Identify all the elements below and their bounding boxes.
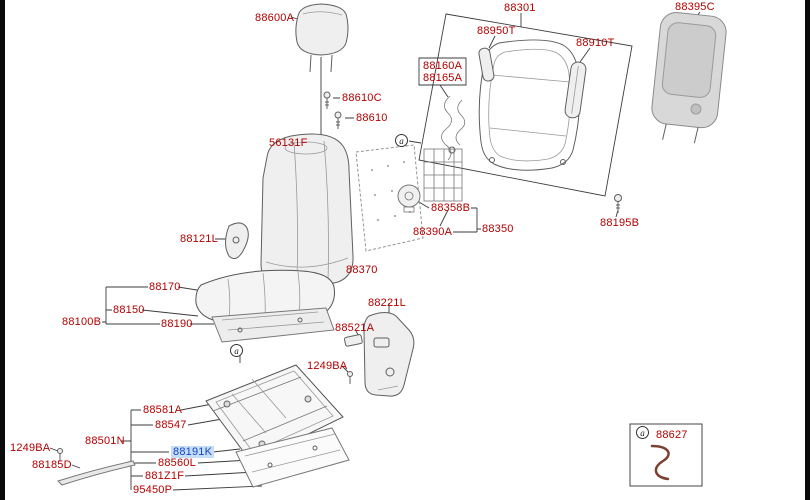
side-cover-drawing (225, 222, 249, 260)
part-label-88100B-17[interactable]: 88100B (62, 316, 102, 328)
callout-marker-2[interactable]: a (636, 426, 649, 439)
part-label-88350-12[interactable]: 88350 (482, 223, 514, 235)
callout-marker-0[interactable]: a (395, 134, 408, 147)
part-label-95450P-31[interactable]: 95450P (133, 484, 173, 496)
headrest-drawing (295, 3, 349, 73)
seat-cushion-drawing (195, 269, 335, 343)
part-label-88910T-3[interactable]: 88910T (576, 37, 615, 49)
part-label-88301-1[interactable]: 88301 (504, 2, 536, 14)
part-label-88195B-14[interactable]: 88195B (600, 217, 640, 229)
part-label-88121L-13[interactable]: 88121L (180, 233, 218, 245)
part-label-88165A-6[interactable]: 88165A (423, 72, 463, 84)
part-label-1249BA-22[interactable]: 1249BA (307, 360, 348, 372)
back-panel-drawing (651, 12, 727, 144)
seatback-cushion-drawing (260, 133, 354, 289)
part-label-88395C-4[interactable]: 88395C (675, 1, 715, 13)
part-label-88160A-5[interactable]: 88160A (423, 60, 463, 72)
seat-track-drawing (205, 364, 350, 488)
part-label-88610C-7[interactable]: 88610C (342, 92, 382, 104)
part-label-88170-16[interactable]: 88170 (149, 281, 181, 293)
screen-edge-right (805, 0, 810, 500)
part-label-88370-15[interactable]: 88370 (346, 264, 378, 276)
part-label-88600A-0[interactable]: 88600A (255, 12, 295, 24)
bracket-drawing (344, 334, 363, 347)
part-label-88185D-29[interactable]: 88185D (32, 459, 72, 471)
side-airbag-drawing (478, 47, 495, 82)
part-label-56131F-9[interactable]: 56131F (269, 137, 308, 149)
part-label-88547-24[interactable]: 88547 (155, 419, 187, 431)
side-shield-drawing (363, 312, 415, 397)
part-label-88221L-20[interactable]: 88221L (368, 297, 406, 309)
callout-marker-1[interactable]: a (230, 344, 243, 357)
part-label-88950T-2[interactable]: 88950T (477, 25, 516, 37)
part-label-88581A-23[interactable]: 88581A (143, 404, 183, 416)
part-label-88390A-11[interactable]: 88390A (413, 226, 453, 238)
side-pad-drawing (564, 61, 587, 119)
lumbar-support-drawing (397, 148, 463, 213)
part-label-88501N-25[interactable]: 88501N (85, 435, 125, 447)
part-label-88358B-10[interactable]: 88358B (431, 202, 471, 214)
bolt-icons (57, 91, 622, 461)
part-label-88191K-27[interactable]: 88191K (171, 446, 215, 458)
assembly-group-box (418, 13, 633, 197)
part-label-881Z1F-30[interactable]: 881Z1F (145, 470, 185, 482)
part-label-88627-32[interactable]: 88627 (656, 429, 688, 441)
part-label-1249BA-26[interactable]: 1249BA (10, 442, 51, 454)
part-label-88521A-21[interactable]: 88521A (335, 322, 375, 334)
part-label-88560L-28[interactable]: 88560L (158, 457, 196, 469)
screen-edge-left (0, 0, 5, 500)
part-label-88610-8[interactable]: 88610 (356, 112, 388, 124)
part-label-88150-18[interactable]: 88150 (113, 304, 145, 316)
part-label-88190-19[interactable]: 88190 (161, 318, 193, 330)
trim-strip-drawing (57, 460, 136, 486)
